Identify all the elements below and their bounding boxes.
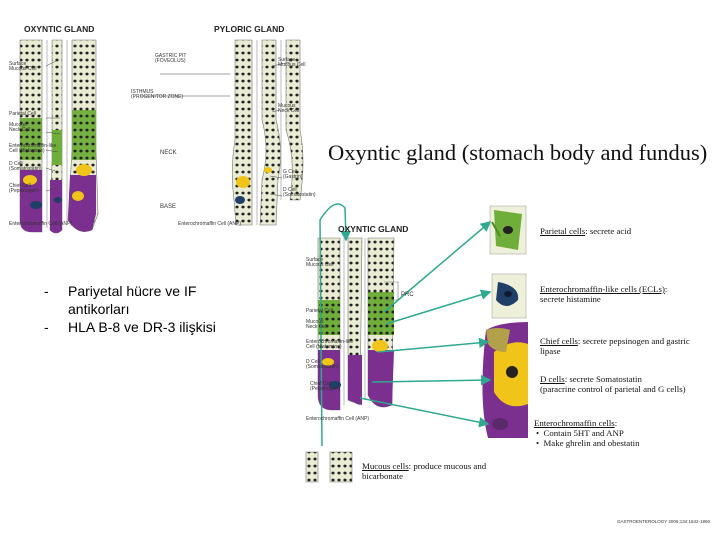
prc-label: PRC <box>401 292 414 298</box>
oxyntic-gland-bottom <box>317 237 395 411</box>
ec-callout: Enterochromaffin cells: • Contain 5HT an… <box>534 418 640 448</box>
neck-label: NECK <box>160 150 177 156</box>
mucous-neck-cell-label: Mucous Neck Cell <box>9 122 31 134</box>
pyloric-surface-mucous-cell-label: Surface Mucous Cell <box>278 57 306 69</box>
ec-callout-point-text: Contain 5HT and ANP <box>543 428 624 439</box>
bullet-item: - Pariyetal hücre ve IF antikorları <box>44 282 254 318</box>
oxyntic-gland-header: OXYNTIC GLAND <box>24 24 95 34</box>
bullet-dash: - <box>44 319 49 336</box>
ecl-cell-label: Enterochromaffin-like Cell (Histamine) <box>9 143 57 155</box>
bottom-surface-mucous-cell-label: Surface Mucous Cell <box>306 257 334 269</box>
bullet-dash: - <box>44 283 49 299</box>
d-callout-name: D cells <box>540 374 565 384</box>
bottom-ecl-cell-label: Enterochromaffin-like Cell (Histamine) <box>306 339 354 351</box>
chief-cell-label: Chief Cell (Pepsinogen) <box>9 183 39 195</box>
parietal-cell-closeup <box>489 205 527 255</box>
ec-callout-point-text: Make ghrelin and obestatin <box>543 438 640 449</box>
bottom-oxyntic-gland-header: OXYNTIC GLAND <box>338 224 409 234</box>
ecl-callout-name: Enterochromaffin-like cells (ECLs) <box>540 284 665 294</box>
pyloric-gland-header: PYLORIC GLAND <box>214 24 285 34</box>
parietal-cell-label: Parietal Cell <box>9 111 36 117</box>
parietal-callout-name: Parietal cells <box>540 226 586 236</box>
chief-d-ec-cell-closeup <box>482 322 528 438</box>
oxyntic-gland-top <box>19 39 99 234</box>
bullet-list: - Pariyetal hücre ve IF antikorları - HL… <box>44 282 254 337</box>
surface-mucous-cell-label: Surface Mucous Cell <box>9 61 37 73</box>
bottom-d-cell-label: D Cell (Somatostatin) <box>306 359 339 371</box>
pyloric-d-cell-label: D Cell (Somatostatin) <box>283 187 316 199</box>
bottom-chief-cell-label: Chief Cell (Pepsinogen) <box>310 381 340 393</box>
ecl-callout: Enterochromaffin-like cells (ECLs): secr… <box>540 284 667 304</box>
d-cell-label: D Cell (Somatostatin) <box>9 161 42 173</box>
chief-callout-desc: : secrete pepsinogen and gastric lipase <box>540 336 690 357</box>
chief-callout: Chief cells: secrete pepsinogen and gast… <box>540 336 690 356</box>
ec-callout-desc: : <box>614 418 618 428</box>
bullet-text: HLA B-8 ve DR-3 ilişkisi <box>68 319 216 336</box>
d-callout: D cells: secrete Somatostatin (paracrine… <box>540 374 686 394</box>
parietal-callout: Parietal cells: secrete acid <box>540 226 631 236</box>
mucous-cell-gland-tips <box>305 451 353 483</box>
mucous-callout-name: Mucous cells <box>362 461 409 471</box>
chief-callout-name: Chief cells <box>540 336 578 346</box>
parietal-callout-desc: : secrete acid <box>585 226 632 236</box>
mucous-callout: Mucous cells: produce mucous and bicarbo… <box>362 461 486 481</box>
slide-title: Oxyntic gland (stomach body and fundus) <box>328 140 708 165</box>
gastric-pit-label: GASTRIC PIT (FOVEOLUS) <box>155 53 187 65</box>
ec-callout-point: • Contain 5HT and ANP <box>536 428 624 439</box>
ec-callout-point: • Make ghrelin and obestatin <box>536 438 640 449</box>
bullet-item: - HLA B-8 ve DR-3 ilişkisi <box>44 318 254 336</box>
isthmus-label: ISTHMUS (PROGENITOR ZONE) <box>131 89 184 101</box>
bottom-mucous-neck-cell-label: Mucous Neck Cell <box>306 319 328 331</box>
citation: GASTROENTEROLOGY 2006;134:1842-1860 <box>617 519 710 524</box>
bottom-parietal-cell-label: Parietal Cell <box>306 308 333 314</box>
ecl-cell-closeup <box>491 273 527 319</box>
pyloric-ec-cell-label: Enterochromaffin Cell (ANP) <box>178 221 241 227</box>
ec-callout-name: Enterochromaffin cells <box>534 418 615 428</box>
base-label: BASE <box>160 204 177 210</box>
d-callout-desc: : secrete Somatostatin (paracrine contro… <box>540 374 686 395</box>
mucous-callout-desc: : produce mucous and bicarbonate <box>362 461 487 482</box>
pyloric-gland-top <box>231 39 304 226</box>
bottom-ec-cell-label: Enterochromaffin Cell (ANP) <box>306 416 369 422</box>
ecl-callout-desc: : secrete histamine <box>540 284 668 305</box>
pyloric-mucous-neck-cell-label: Mucous Neck Cell <box>278 103 300 115</box>
bullet-text: Pariyetal hücre ve IF antikorları <box>68 283 197 318</box>
g-cell-label: G Cell (Gastrin) <box>283 169 303 181</box>
ec-cell-label: Enterochromaffin Cell (ANP) <box>9 221 72 227</box>
